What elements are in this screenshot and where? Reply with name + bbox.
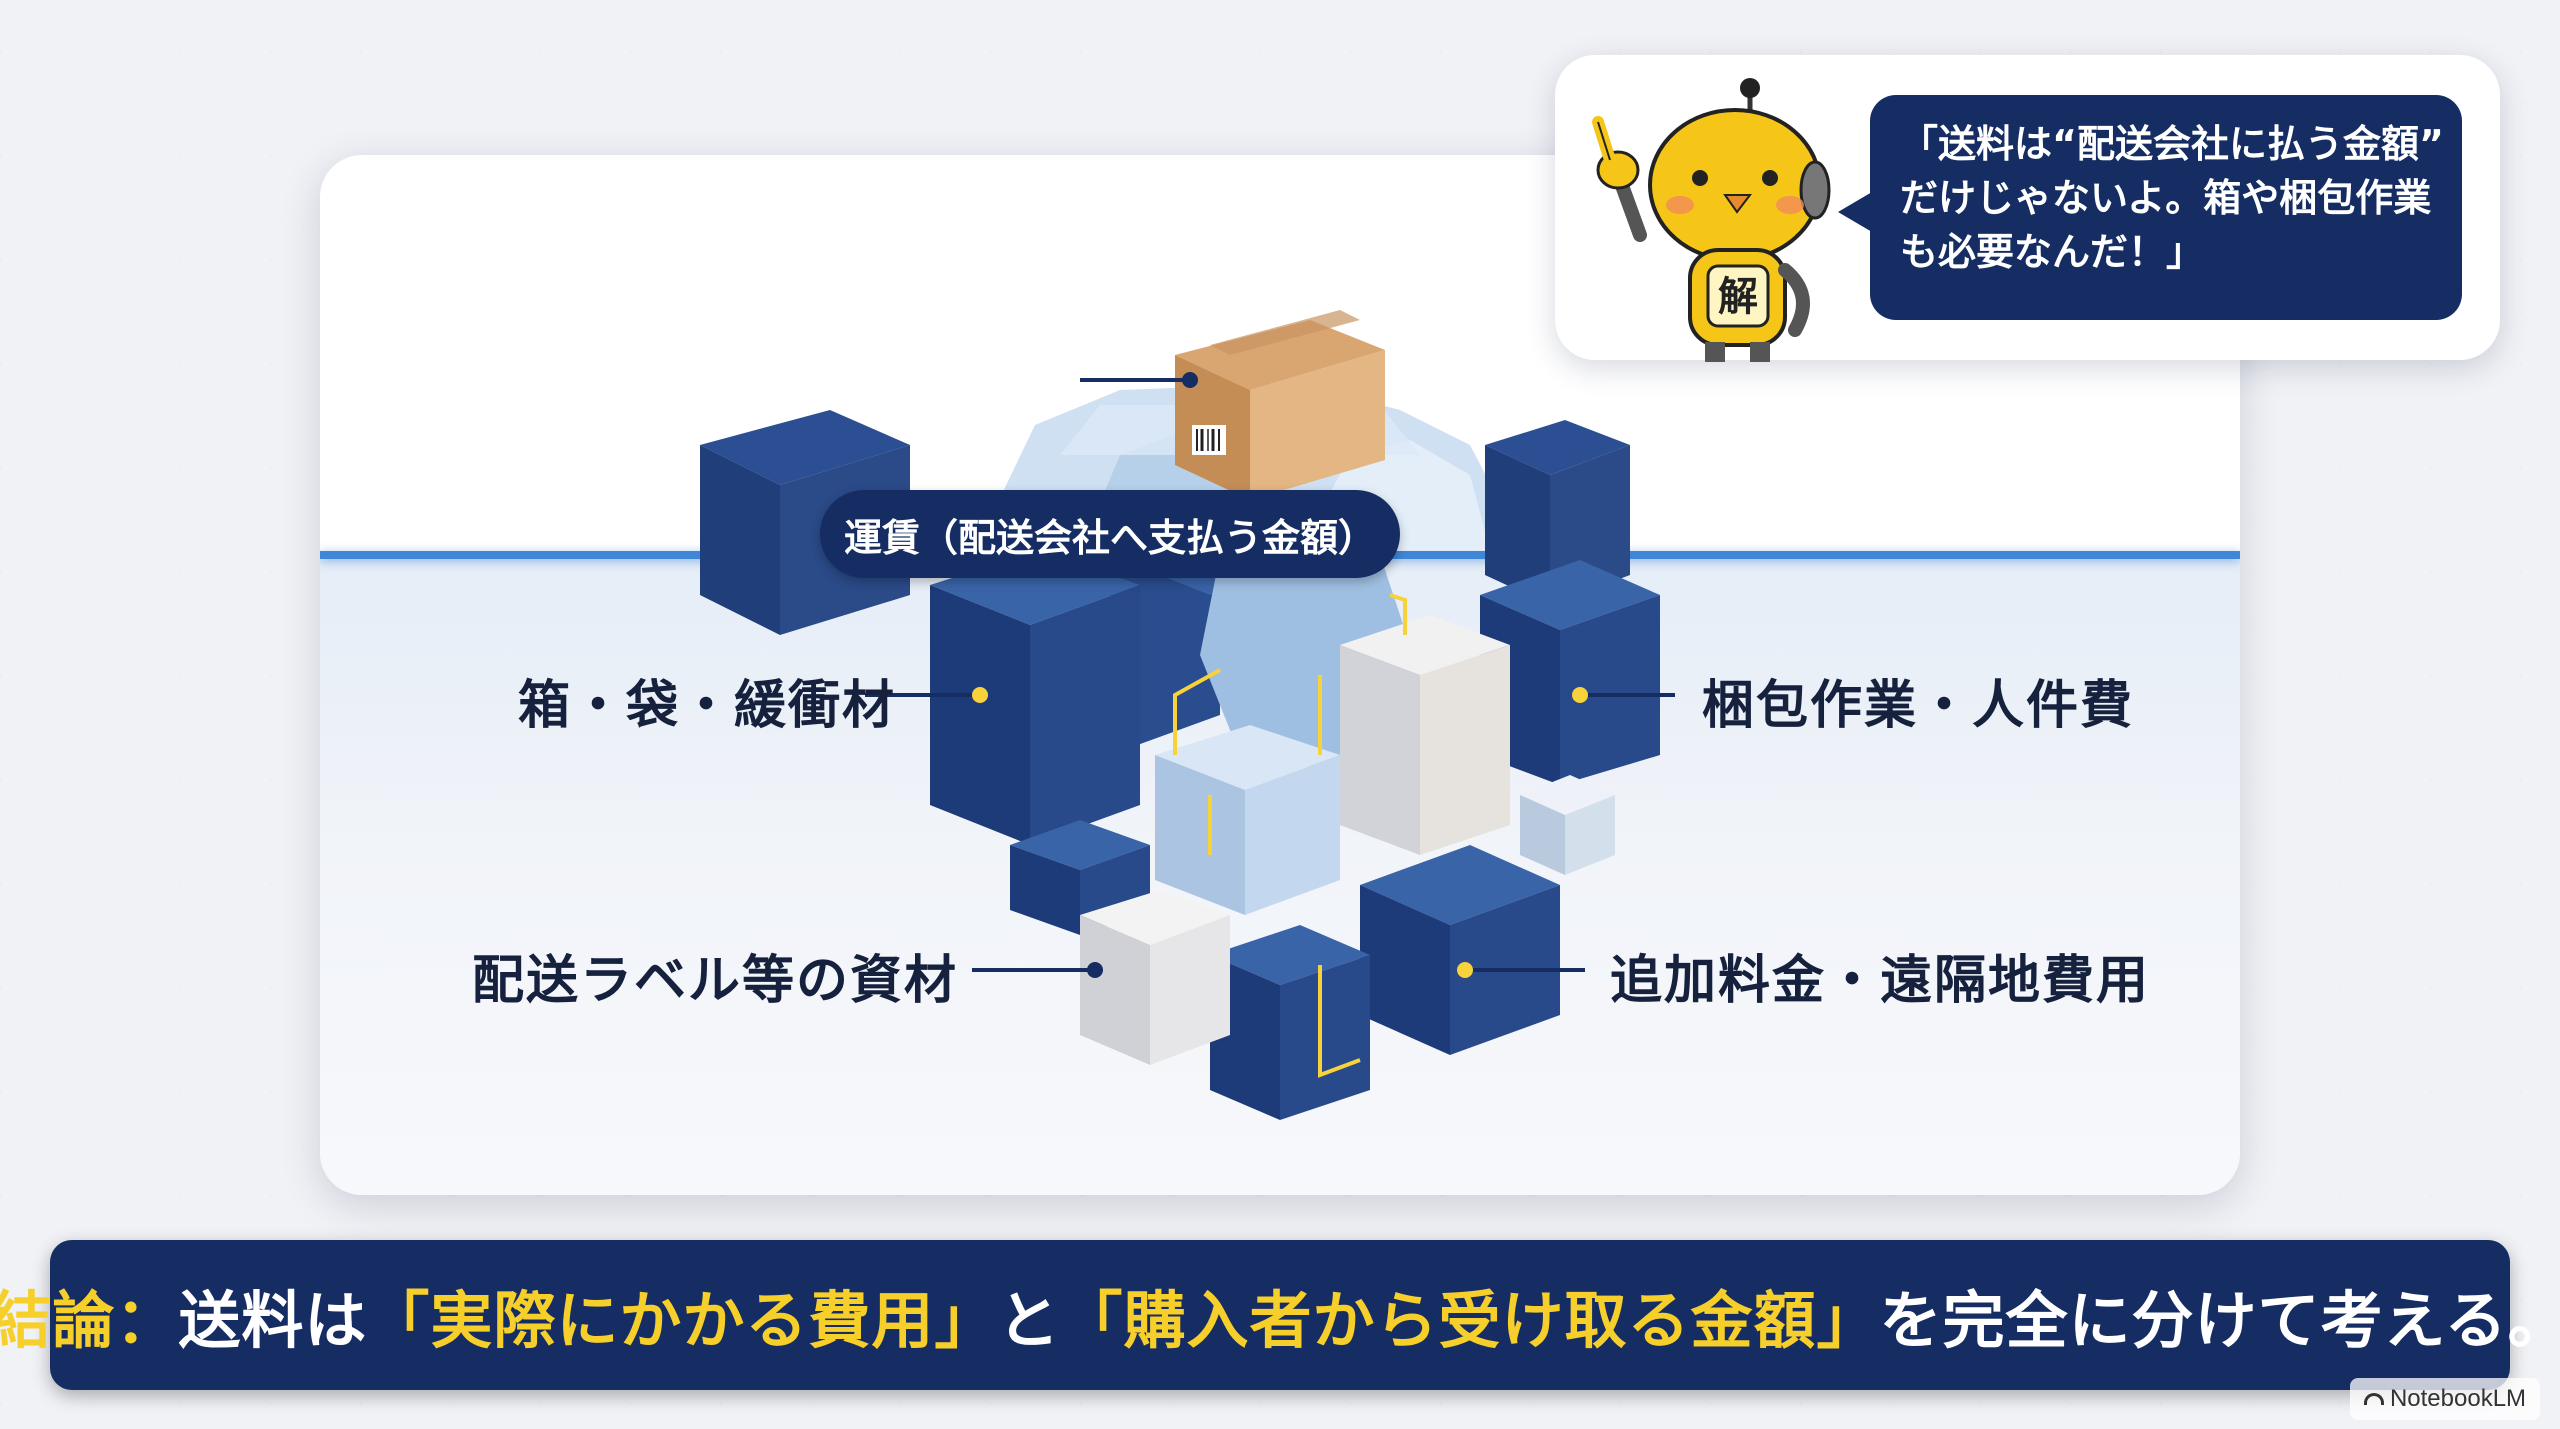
white-block: [1080, 915, 1150, 1065]
label-packaging-materials: 箱・袋・緩衝材: [518, 676, 897, 736]
mascot-leg: [1750, 342, 1770, 362]
notebooklm-logo-icon: [2363, 1393, 2384, 1405]
mascot-ear-speaker: [1799, 160, 1831, 220]
mascot-head: [1648, 108, 1822, 262]
label-packing-labor: 梱包作業・人件費: [1702, 676, 2135, 736]
conclusion-text: を完全に分けて考える。: [1879, 1284, 2560, 1357]
cube: [1485, 445, 1550, 605]
circuit-line: [1389, 593, 1407, 635]
connector-dot: [1457, 962, 1473, 978]
cardboard-box: [1175, 320, 1385, 390]
mascot-arm: [1778, 263, 1810, 337]
speech-line: だけじゃないよ。箱や梱包作業: [1900, 176, 2432, 220]
mascot-cheek: [1666, 196, 1694, 214]
mascot-beak: [1723, 194, 1753, 214]
conclusion-highlight-buyer-amount: 「購入者から受け取る金額」: [1060, 1284, 1880, 1357]
mascot-cheek: [1776, 196, 1804, 214]
white-block: [1150, 915, 1230, 1065]
cube: [1010, 845, 1080, 935]
mascot-arm: [1613, 173, 1647, 242]
conclusion-highlight-actual-cost: 「実際にかかる費用」: [367, 1284, 998, 1357]
mascot-eye: [1762, 170, 1778, 186]
pointing-finger-outline: [1597, 121, 1611, 161]
conclusion-prefix: 結論：: [0, 1284, 179, 1357]
iceberg-illustration: [700, 310, 1675, 1120]
cube: [1560, 595, 1660, 785]
cube: [1360, 885, 1450, 1055]
connector-dot: [1572, 687, 1588, 703]
conclusion-text: と: [997, 1284, 1061, 1357]
speech-line: も必要なんだ！」: [1900, 230, 2205, 274]
cube: [930, 585, 1030, 845]
conclusion-banner: 結論： 送料は 「実際にかかる費用」 と 「購入者から受け取る金額」 を完全に分…: [0, 1240, 2560, 1390]
speech-bubble: 「送料は“配送会社に払う金額” だけじゃないよ。箱や梱包作業 も必要なんだ！」: [1870, 95, 2462, 320]
cardboard-box: [1250, 350, 1385, 500]
speech-bubble-tail: [1838, 192, 1872, 232]
label-shipping-label-materials: 配送ラベル等の資材: [472, 951, 959, 1011]
speech-line: 「送料は“配送会社に払う金額”: [1900, 122, 2444, 166]
white-block: [1080, 890, 1230, 945]
mascot-badge-text: 解: [1718, 274, 1758, 320]
cube: [1280, 955, 1370, 1120]
circuit-line: [1318, 965, 1361, 1078]
antenna-tip: [1740, 78, 1760, 98]
cube: [1360, 845, 1560, 925]
white-block: [1340, 615, 1510, 675]
freight-label: 運賃（配送会社へ支払う金額）: [820, 490, 1400, 578]
connector-dot: [1182, 372, 1198, 388]
circuit-line: [1173, 668, 1221, 755]
connector-dot: [1087, 962, 1103, 978]
white-block: [1420, 645, 1510, 855]
white-block: [1340, 645, 1420, 855]
cube: [1565, 795, 1615, 875]
cube: [700, 410, 910, 485]
conclusion-text: 送料は: [178, 1284, 368, 1357]
cube: [1030, 585, 1140, 845]
cube: [1155, 725, 1340, 790]
cube: [1210, 925, 1370, 985]
cube: [1485, 420, 1630, 475]
mascot-badge: [1706, 264, 1770, 328]
watermark-text: NotebookLM: [2389, 1385, 2527, 1412]
mascot-leg: [1705, 342, 1725, 362]
label-additional-fees: 追加料金・遠隔地費用: [1610, 951, 2151, 1011]
cube: [1155, 755, 1245, 915]
mascot-eye: [1692, 170, 1708, 186]
cube: [1520, 795, 1565, 875]
connector-dot: [972, 687, 988, 703]
mascot-robot-chick: 解: [1592, 78, 1831, 362]
cube: [1480, 560, 1660, 630]
cube: [1520, 775, 1615, 815]
cube: [1245, 755, 1340, 915]
barcode-icon: [1192, 425, 1226, 455]
notebooklm-watermark: NotebookLM: [2350, 1378, 2540, 1420]
cube: [700, 445, 780, 635]
box-tape: [1210, 310, 1360, 355]
